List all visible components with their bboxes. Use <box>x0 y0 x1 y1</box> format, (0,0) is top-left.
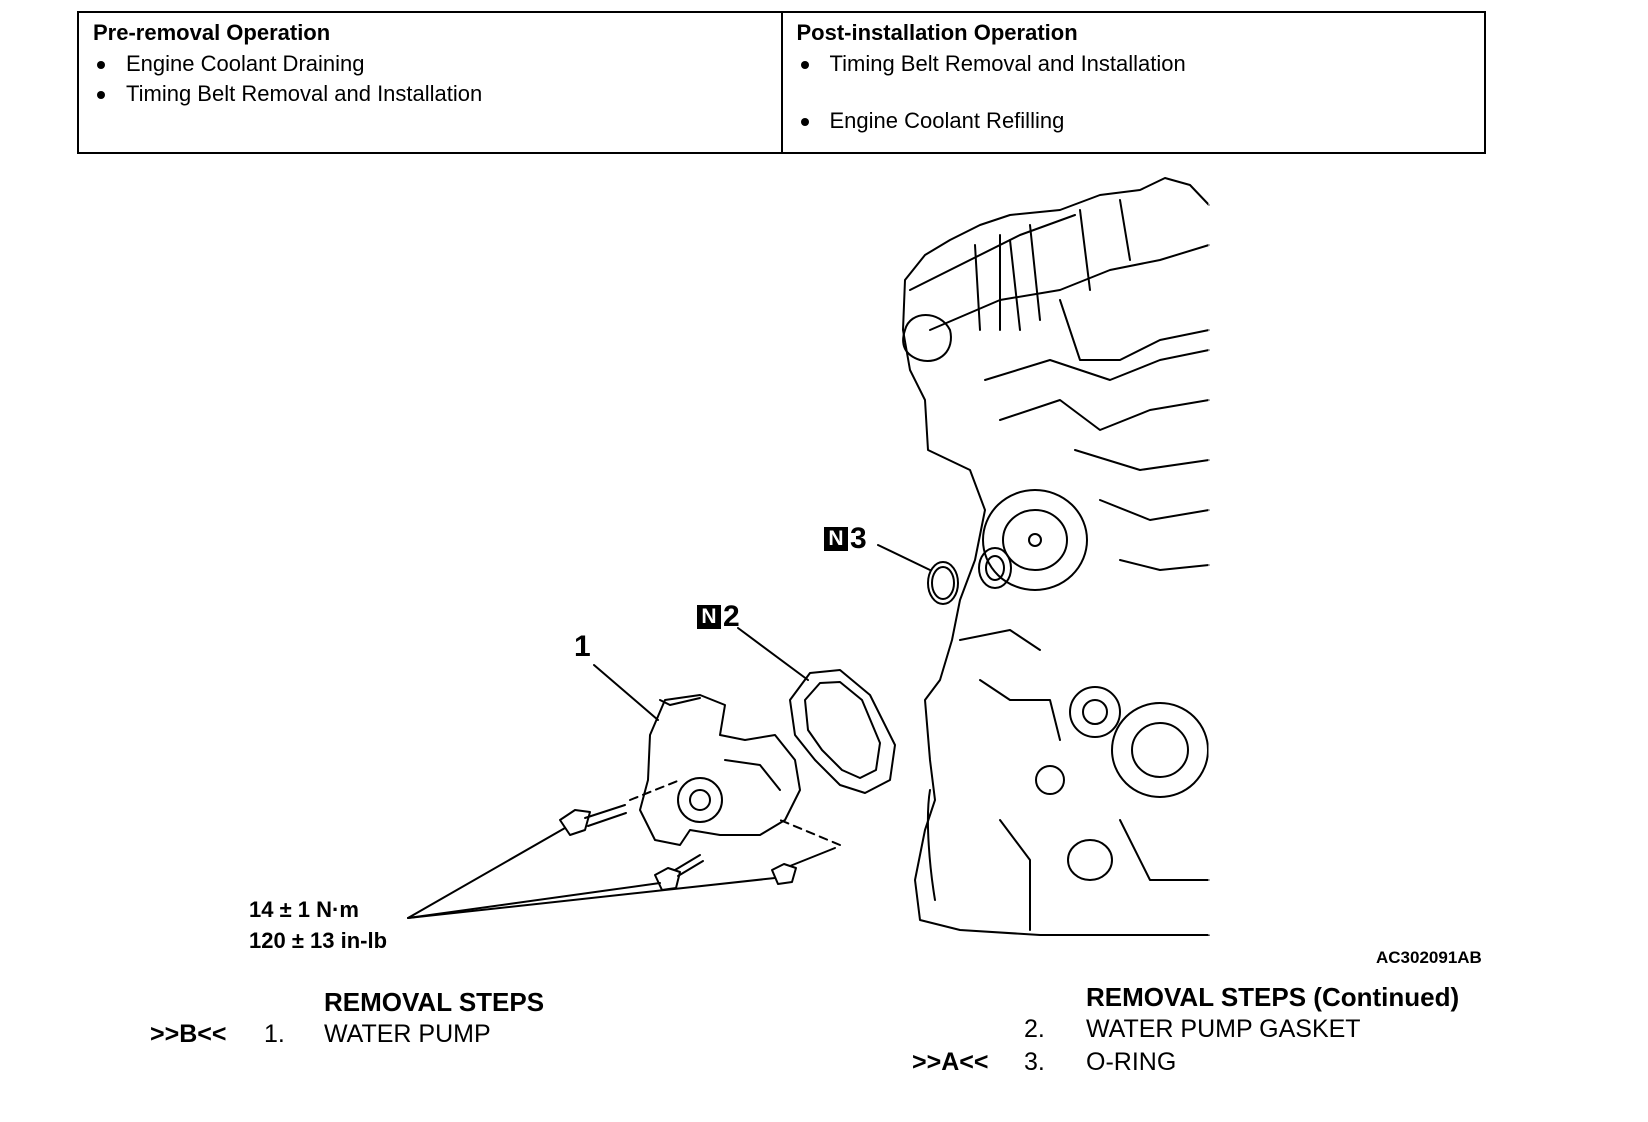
callout-part-3: N 3 <box>824 524 867 554</box>
step-reference: >>B<< <box>150 1020 227 1048</box>
engine-block-drawing <box>902 177 1210 936</box>
water-pump-drawing <box>639 694 801 846</box>
post-installation-column: Post-installation Operation Timing Belt … <box>780 13 1485 152</box>
torque-spec: 14 ± 1 N·m 120 ± 13 in-lb <box>249 894 387 956</box>
post-installation-item: Timing Belt Removal and Installation <box>797 49 1471 79</box>
new-part-badge: N <box>824 527 848 551</box>
removal-steps-continued-heading: REMOVAL STEPS (Continued) <box>1086 982 1460 1012</box>
o-ring-drawing <box>927 561 959 605</box>
bolt-drawings <box>559 779 841 891</box>
post-installation-list: Timing Belt Removal and Installation Eng… <box>797 49 1471 136</box>
pre-removal-title: Pre-removal Operation <box>93 20 331 45</box>
pre-removal-item: Engine Coolant Draining <box>93 49 767 79</box>
pre-removal-column: Pre-removal Operation Engine Coolant Dra… <box>79 13 781 152</box>
new-part-badge: N <box>697 605 721 629</box>
step-number: 1. <box>264 1020 285 1048</box>
exploded-diagram <box>407 177 1210 936</box>
torque-metric: 14 ± 1 N·m <box>249 897 359 922</box>
pre-removal-list: Engine Coolant Draining Timing Belt Remo… <box>93 49 767 109</box>
post-installation-title: Post-installation Operation <box>796 20 1078 45</box>
callout-part-1: 1 <box>574 630 591 663</box>
operations-table: Pre-removal Operation Engine Coolant Dra… <box>77 11 1486 154</box>
callout-part-2: N 2 <box>697 602 740 632</box>
torque-imperial: 120 ± 13 in-lb <box>249 928 388 953</box>
removal-steps-heading: REMOVAL STEPS <box>324 987 545 1017</box>
pre-removal-item: Timing Belt Removal and Installation <box>93 79 767 109</box>
post-installation-item: Engine Coolant Refilling <box>797 106 1471 136</box>
step-text: WATER PUMP GASKET <box>1086 1015 1361 1043</box>
step-number: 2. <box>1024 1015 1045 1043</box>
figure-code: AC302091AB <box>1376 948 1482 967</box>
step-text: O-RING <box>1086 1048 1177 1076</box>
gasket-drawing <box>789 669 896 794</box>
step-reference: >>A<< <box>912 1048 989 1076</box>
step-text: WATER PUMP <box>324 1020 491 1048</box>
torque-leader-lines <box>407 827 776 919</box>
step-number: 3. <box>1024 1048 1045 1076</box>
